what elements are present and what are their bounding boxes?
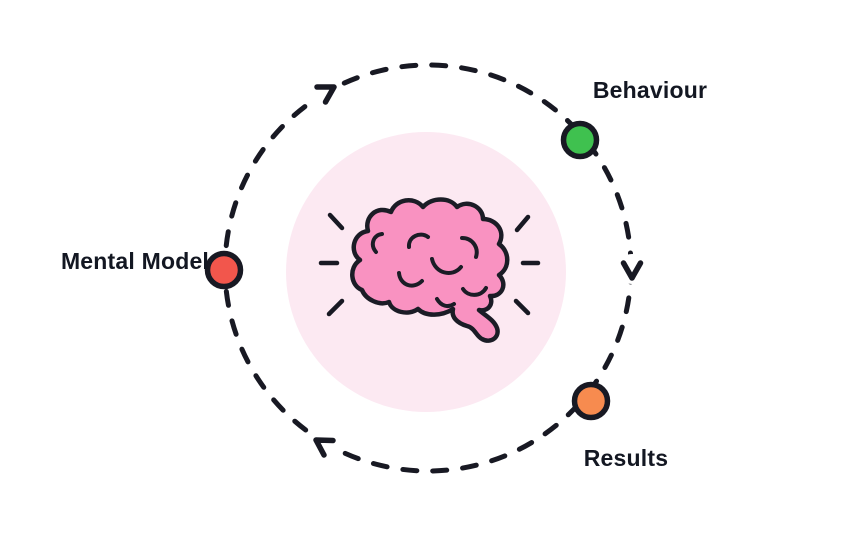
- spark-line-upper-left: [327, 212, 345, 231]
- node-dot-behaviour: [560, 120, 600, 160]
- spark-line-lower-right: [513, 298, 531, 316]
- node-label-mental-model: Mental Model: [60, 248, 210, 274]
- arrow-icon-bottom: [313, 437, 336, 458]
- spark-line-lower-left: [326, 298, 345, 317]
- node-dot-results: [571, 381, 611, 421]
- node-label-behaviour: Behaviour: [592, 77, 708, 103]
- cycle-arrows: [313, 84, 644, 458]
- brain-folds: [370, 232, 488, 309]
- brain-outline: [350, 197, 510, 343]
- node-label-results: Results: [583, 445, 669, 471]
- brain-icon: [350, 197, 510, 343]
- spark-line-upper-right: [514, 214, 531, 233]
- arrow-icon-right: [620, 260, 644, 281]
- arrow-icon-top: [314, 84, 337, 105]
- spark-lines: [318, 212, 541, 317]
- node-dot-mental-model: [204, 250, 244, 290]
